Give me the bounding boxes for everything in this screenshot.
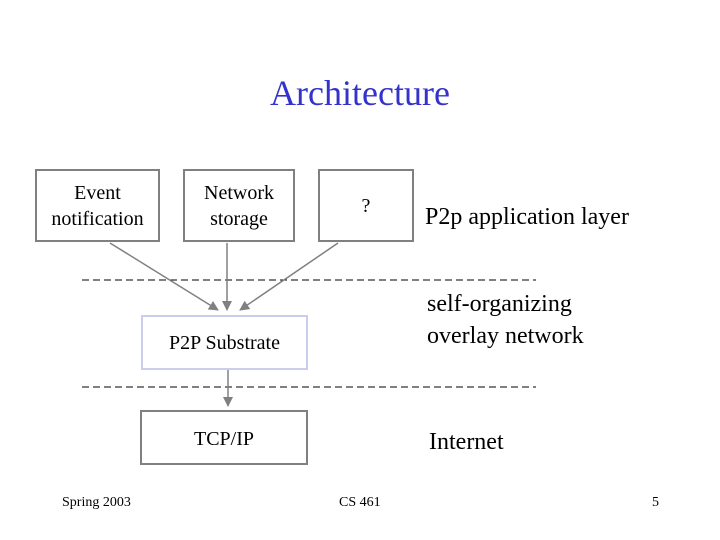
footer-page-number: 5 <box>652 495 659 510</box>
application-layer-label: P2p application layer <box>425 204 629 230</box>
arrow-event-to-substrate <box>109 242 219 311</box>
event-notification-box: Event notification <box>35 169 160 242</box>
unknown-application-label: ? <box>361 194 371 217</box>
overlay-network-label: self-organizing overlay network <box>427 288 584 352</box>
network-storage-line1: Network <box>204 181 274 204</box>
tcp-ip-box: TCP/IP <box>140 410 308 465</box>
overlay-network-line2: overlay network <box>427 323 584 349</box>
p2p-substrate-label: P2P Substrate <box>169 331 280 354</box>
footer-course: CS 461 <box>339 495 381 510</box>
p2p-substrate-box: P2P Substrate <box>141 315 308 370</box>
internet-layer-label: Internet <box>429 429 504 455</box>
slide-title: Architecture <box>270 73 450 113</box>
tcp-ip-label: TCP/IP <box>193 428 255 450</box>
event-notification-line2: notification <box>51 207 144 230</box>
unknown-application-box: ? <box>318 169 414 242</box>
event-notification-line1: Event <box>74 181 121 204</box>
overlay-network-line1: self-organizing <box>427 291 572 317</box>
arrow-question-to-substrate <box>239 242 339 311</box>
network-storage-line2: storage <box>210 207 268 230</box>
network-storage-box: Network storage <box>183 169 295 242</box>
footer-term: Spring 2003 <box>62 495 131 510</box>
